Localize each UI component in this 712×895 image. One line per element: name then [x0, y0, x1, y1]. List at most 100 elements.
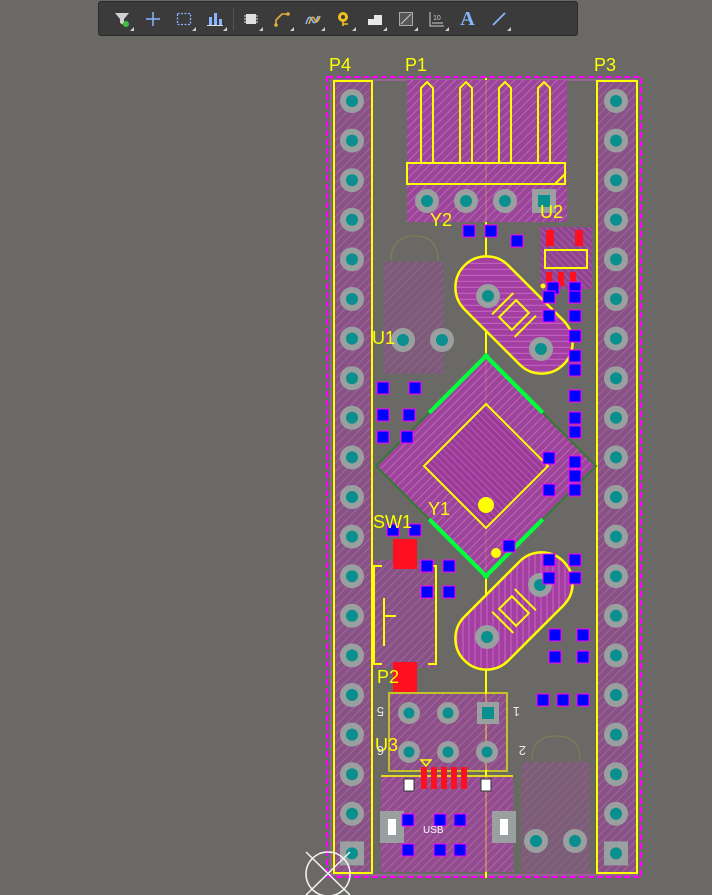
component-u1[interactable]	[384, 235, 454, 374]
route-button[interactable]	[267, 4, 296, 33]
bottom-right-holes[interactable]	[522, 735, 590, 874]
smd-pad	[568, 290, 582, 304]
header-pin[interactable]	[340, 207, 364, 232]
header-pin[interactable]	[604, 841, 628, 866]
header-p1[interactable]	[406, 80, 567, 222]
header-pin[interactable]	[604, 247, 628, 272]
usb-connector[interactable]	[380, 759, 516, 872]
header-pin[interactable]	[340, 524, 364, 549]
component-button[interactable]	[236, 4, 265, 33]
label-usb: USB	[423, 825, 444, 836]
component-u3[interactable]	[388, 692, 508, 772]
header-pin[interactable]	[604, 485, 628, 509]
polygon-button[interactable]	[360, 4, 389, 33]
add-button[interactable]	[138, 4, 167, 33]
header-pin[interactable]	[340, 405, 364, 430]
smd-pad	[400, 430, 414, 444]
crosshair-icon	[145, 11, 160, 26]
via-button[interactable]	[329, 4, 358, 33]
smd-pad	[536, 693, 550, 707]
header-pin[interactable]	[340, 762, 364, 787]
header-pin[interactable]	[340, 89, 364, 113]
switch-sw1[interactable]	[373, 539, 437, 692]
header-pin[interactable]	[604, 326, 628, 351]
differential-route-icon	[304, 15, 321, 24]
interactive-route-button[interactable]	[298, 4, 327, 33]
mcu-qfp[interactable]	[374, 352, 598, 580]
header-pin[interactable]	[340, 128, 364, 153]
header-pin[interactable]	[340, 247, 364, 272]
text-button[interactable]: A	[453, 4, 482, 33]
select-rect-button[interactable]	[169, 4, 198, 33]
smd-pad	[568, 389, 582, 403]
header-pin[interactable]	[604, 643, 628, 668]
smd-pad	[568, 483, 582, 497]
header-pin[interactable]	[340, 564, 364, 589]
header-pin[interactable]	[340, 287, 364, 311]
header-pin[interactable]	[604, 524, 628, 549]
dimension-button[interactable]: 10	[422, 4, 451, 33]
smd-pad	[433, 813, 447, 827]
header-pin[interactable]	[340, 801, 364, 826]
smd-pad	[401, 843, 415, 857]
smd-pad	[453, 843, 467, 857]
filter-button[interactable]	[107, 4, 136, 33]
smd-pad	[542, 309, 556, 323]
header-pin[interactable]	[340, 603, 364, 628]
header-pin[interactable]	[340, 168, 364, 193]
align-button[interactable]	[200, 4, 229, 33]
smd-pad	[408, 523, 422, 537]
header-pin[interactable]	[604, 683, 628, 707]
header-pin[interactable]	[340, 326, 364, 351]
crystal-y2[interactable]	[443, 244, 586, 387]
smd-pad	[568, 329, 582, 343]
label-pin1: 1	[513, 704, 520, 719]
smd-pad	[568, 425, 582, 439]
header-pin[interactable]	[604, 89, 628, 113]
label-pin2: 2	[519, 743, 526, 758]
header-pin[interactable]	[604, 762, 628, 787]
smd-pad	[542, 483, 556, 497]
header-pin[interactable]	[340, 445, 364, 470]
smd-pad	[568, 553, 582, 567]
component-u2[interactable]	[540, 227, 592, 289]
header-pin[interactable]	[340, 683, 364, 707]
header-pin[interactable]	[604, 405, 628, 430]
header-pin[interactable]	[340, 485, 364, 509]
header-pin[interactable]	[340, 722, 364, 747]
smd-pad	[401, 813, 415, 827]
header-pin[interactable]	[604, 564, 628, 589]
region-icon	[398, 11, 413, 26]
header-pin[interactable]	[340, 366, 364, 391]
header-pin[interactable]	[604, 603, 628, 628]
smd-pad	[568, 411, 582, 425]
smd-pad	[576, 650, 590, 664]
crystal-y1[interactable]	[443, 540, 586, 683]
header-pin[interactable]	[340, 643, 364, 668]
label-y1: Y1	[428, 499, 450, 519]
smd-pad	[542, 553, 556, 567]
header-p3[interactable]	[596, 80, 638, 875]
header-pin[interactable]	[604, 801, 628, 826]
header-p4[interactable]	[333, 80, 373, 875]
header-pin[interactable]	[604, 366, 628, 391]
pcb-toolbar: 10 A	[98, 1, 578, 36]
dimension-icon: 10	[429, 11, 444, 26]
header-pin[interactable]	[340, 841, 364, 866]
smd-pads[interactable]	[376, 224, 590, 857]
board-outline	[326, 76, 642, 878]
header-pin[interactable]	[604, 128, 628, 153]
header-pin[interactable]	[604, 168, 628, 193]
smd-pad	[484, 224, 498, 238]
smd-pad	[576, 628, 590, 642]
region-button[interactable]	[391, 4, 420, 33]
line-button[interactable]	[484, 4, 513, 33]
header-pin[interactable]	[604, 207, 628, 232]
header-pin[interactable]	[604, 287, 628, 311]
qfp-pad	[528, 398, 545, 415]
header-pin[interactable]	[604, 722, 628, 747]
smd-pad	[548, 628, 562, 642]
header-pin[interactable]	[604, 445, 628, 470]
smd-pad	[568, 363, 582, 377]
